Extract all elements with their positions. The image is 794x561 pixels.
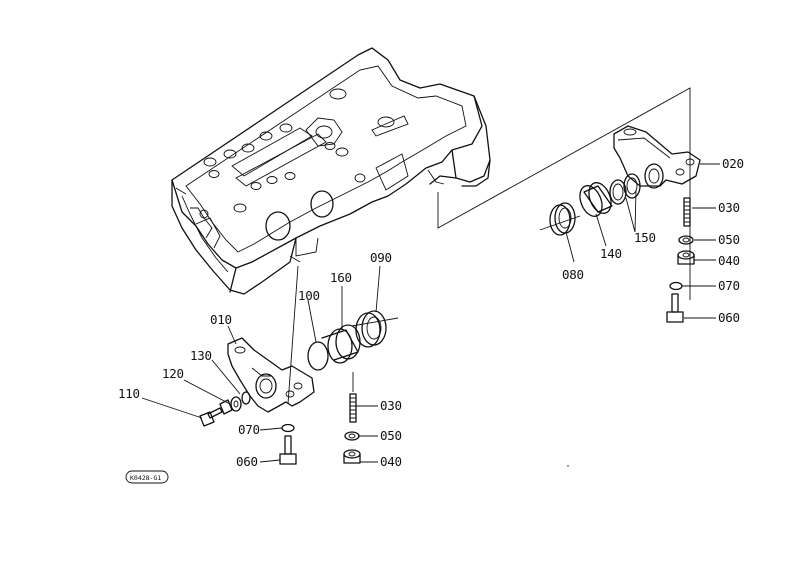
- label-060: 060: [718, 310, 740, 325]
- washer-left: [344, 431, 360, 441]
- bolt-left: [279, 435, 297, 465]
- support-bracket-left: [227, 337, 315, 413]
- label-030: 030: [718, 200, 740, 215]
- lock-washer-left: [281, 423, 295, 433]
- bushing-left: [307, 324, 361, 371]
- part-labels: 020 030 050 040 070 060 080 140 150 090 …: [118, 156, 744, 469]
- lock-washer-right: [669, 281, 683, 291]
- image-code: K0428-G1: [130, 474, 161, 482]
- grease-nipple-assembly: [199, 391, 251, 427]
- oil-seal-pair: [609, 173, 641, 205]
- washer-right: [678, 235, 694, 245]
- label-070: 070: [718, 278, 740, 293]
- label-010: 010: [210, 312, 232, 327]
- label-080: 080: [562, 267, 584, 282]
- label-040: 040: [380, 454, 402, 469]
- oil-seal-left: [355, 310, 387, 348]
- nut-right: [677, 250, 695, 265]
- label-150: 150: [634, 230, 656, 245]
- label-060: 060: [236, 454, 258, 469]
- label-140: 140: [600, 246, 622, 261]
- image-code-badge: K0428-G1: [125, 470, 169, 484]
- oil-seal-right: [549, 202, 576, 236]
- callout-leaders: [141, 163, 720, 463]
- label-160: 160: [330, 270, 352, 285]
- label-040: 040: [718, 253, 740, 268]
- nut-left: [343, 449, 361, 464]
- label-110: 110: [118, 386, 140, 401]
- stud-bolt-left: [349, 393, 357, 423]
- label-120: 120: [162, 366, 184, 381]
- label-020: 020: [722, 156, 744, 171]
- support-bracket-right: [613, 125, 701, 189]
- label-130: 130: [190, 348, 212, 363]
- bolt-right: [666, 293, 684, 323]
- label-090: 090: [370, 250, 392, 265]
- label-070: 070: [238, 422, 260, 437]
- label-050: 050: [718, 232, 740, 247]
- assembly-leader-line: [437, 87, 691, 300]
- assembly-leader-line: [287, 265, 299, 405]
- label-030: 030: [380, 398, 402, 413]
- stud-bolt-right: [683, 197, 691, 227]
- bushing-right: [579, 182, 613, 217]
- label-100: 100: [298, 288, 320, 303]
- label-050: 050: [380, 428, 402, 443]
- front-axle-bracket-housing: [171, 47, 491, 295]
